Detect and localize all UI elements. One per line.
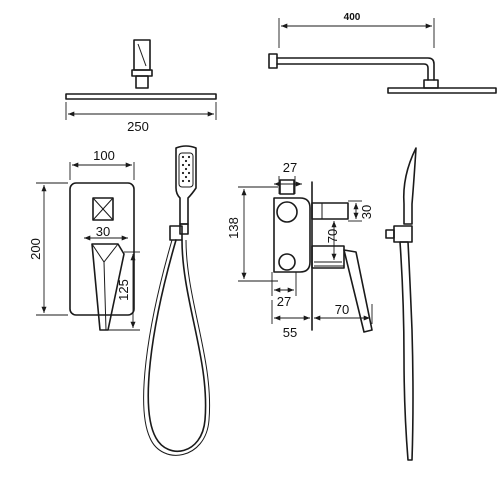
body-upper-port — [276, 201, 298, 223]
dimension-body-top: 27 — [274, 160, 302, 194]
dimension-arm-length: 400 — [278, 12, 435, 48]
hand-shower-assembly — [143, 145, 211, 456]
head-mount-neck — [135, 75, 149, 89]
shower-hose-outline — [143, 239, 211, 456]
body-top-outlet — [279, 179, 295, 195]
lever-handle-side — [343, 249, 373, 333]
shower-head-plate — [65, 93, 217, 100]
dim-body-height-label: 138 — [226, 217, 241, 239]
dim-head-width-label: 250 — [127, 119, 149, 134]
dim-plate-width-label: 100 — [93, 148, 115, 163]
dimension-outlet-height: 70 — [314, 218, 342, 263]
hand-shower-side-bracket — [385, 229, 395, 239]
dim-outlet-depth-label: 30 — [359, 205, 374, 219]
dim-plate-height-label: 200 — [28, 238, 43, 260]
body-lower-port — [278, 253, 296, 271]
hand-shower-side-head — [402, 147, 417, 225]
dim-lever-height-label: 125 — [116, 279, 131, 301]
dimension-head-width: 250 — [65, 102, 217, 134]
shower-head-front-view — [65, 39, 217, 100]
dim-body-lower-label: 27 — [277, 294, 291, 309]
mixer-body — [273, 197, 311, 273]
hand-shower-nozzles — [181, 155, 191, 183]
dim-handle-length-label: 70 — [335, 302, 349, 317]
head-mount-detail — [137, 43, 147, 67]
mixer-wall-plate — [69, 182, 135, 316]
dimension-plate-height: 200 — [28, 182, 68, 316]
arm-shower-head — [387, 87, 497, 94]
diverter-square — [92, 197, 114, 221]
dimension-body-height: 138 — [226, 186, 278, 282]
dim-arm-length-label: 400 — [344, 12, 361, 23]
mixer-body-side-view — [273, 179, 373, 333]
diverter-knob-side — [311, 202, 349, 220]
lever-base-side — [311, 245, 345, 269]
dimension-outlet-depth: 30 — [348, 200, 374, 222]
dim-wall-depth-label: 55 — [283, 325, 297, 340]
dim-outlet-height-label: 70 — [325, 229, 340, 243]
arm-wall-flange — [268, 53, 278, 69]
dimension-lever-offset: 30 — [84, 224, 128, 241]
shower-hose — [147, 239, 207, 453]
wall-plate-front-view — [69, 182, 135, 331]
head-mount-nut — [131, 69, 153, 77]
shower-arm-pipe — [276, 57, 435, 81]
dim-lever-offset-label: 30 — [96, 224, 110, 239]
dimension-plate-width: 100 — [69, 148, 135, 180]
hand-shower-side-handle — [399, 241, 414, 461]
dimension-lever-height: 125 — [108, 251, 140, 331]
hand-shower-side-view — [385, 147, 417, 461]
hand-shower-connector — [179, 223, 189, 235]
hand-shower-head — [175, 145, 197, 225]
dimension-wall-depth: 55 — [271, 300, 310, 340]
dimension-handle-length: 70 — [314, 302, 373, 324]
shower-arm-side-view — [268, 53, 497, 94]
arm-head-nut — [423, 79, 439, 89]
mixer-lever-front — [91, 243, 125, 331]
dim-body-top-label: 27 — [283, 160, 297, 175]
dimension-body-lower: 27 — [271, 272, 297, 309]
hand-shower-side-holder — [393, 225, 413, 243]
